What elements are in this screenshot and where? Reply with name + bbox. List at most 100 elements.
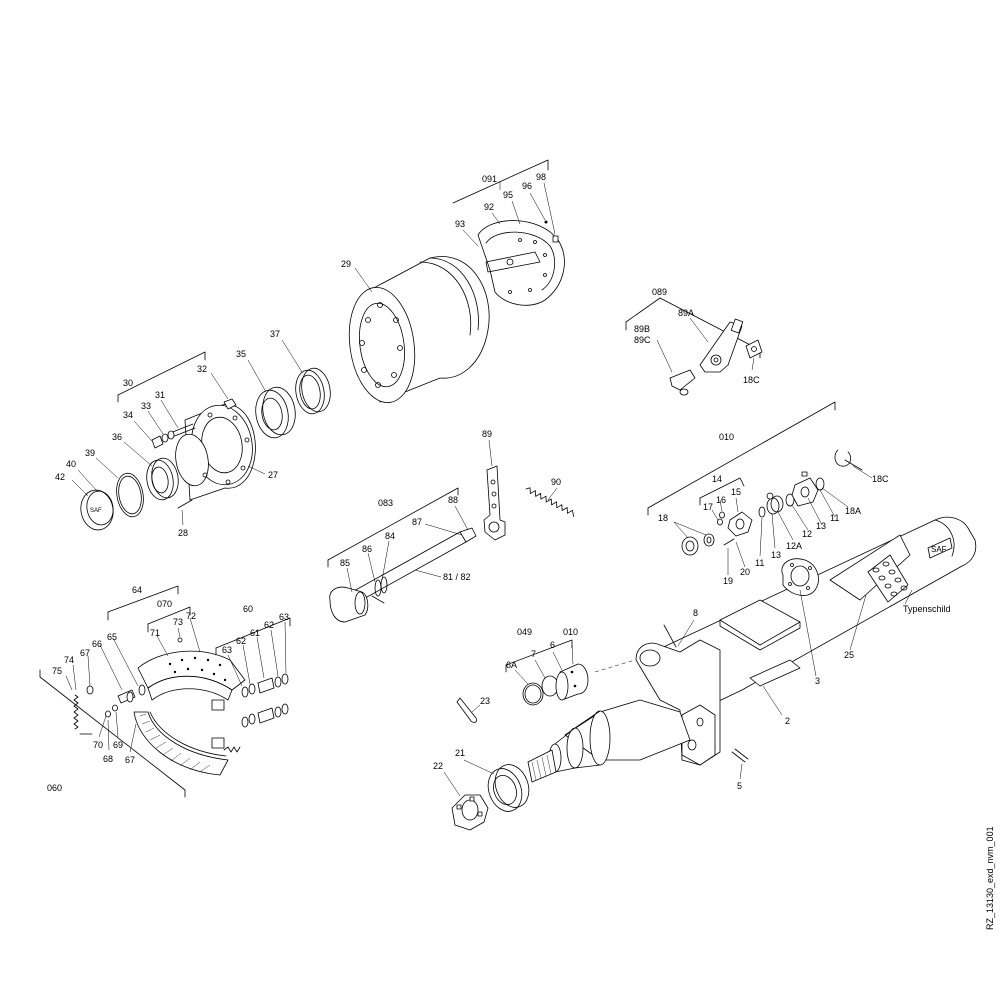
backing-plate-group [452,159,565,306]
label-62-right: 62 [264,620,274,630]
label-95: 95 [503,190,513,200]
drawing-id: RZ_13130_exd_nvm_001 [985,826,995,930]
axle-beam: SAF [594,516,977,780]
label-27: 27 [268,470,278,480]
label-010-bottom: 010 [563,627,578,637]
label-089: 089 [652,287,667,297]
label-13-left: 13 [771,550,781,560]
label-89A: 89A [678,308,694,318]
label-89: 89 [482,429,492,439]
label-12: 12 [802,529,812,539]
label-010-top: 010 [719,432,734,442]
label-84: 84 [385,531,395,541]
label-21: 21 [455,748,465,758]
label-70: 70 [93,740,103,750]
label-35: 35 [236,349,246,359]
label-5: 5 [737,781,742,791]
label-39: 39 [85,448,95,458]
label-18: 18 [658,513,668,523]
label-070: 070 [157,599,172,609]
label-89C: 89C [634,335,651,345]
label-63-right: 63 [279,612,289,622]
label-20: 20 [740,567,750,577]
label-65: 65 [107,632,117,642]
label-63-left: 63 [222,645,232,655]
label-68: 68 [103,754,113,764]
label-typenschild: Typenschild [903,604,951,614]
label-69: 69 [113,740,123,750]
label-29: 29 [341,259,351,269]
label-71: 71 [150,628,160,638]
label-3: 3 [815,676,820,686]
label-18A: 18A [845,506,861,516]
label-18C-top: 18C [743,375,760,385]
label-64: 64 [132,585,142,595]
label-81-82: 81 / 82 [443,572,471,582]
label-36: 36 [112,432,122,442]
label-32: 32 [197,364,207,374]
label-40: 40 [66,459,76,469]
cam-bracket-group [647,401,873,575]
label-22: 22 [433,761,443,771]
label-17: 17 [703,502,713,512]
label-11-left: 11 [755,558,764,568]
label-85: 85 [340,558,350,568]
brake-drum [348,256,490,404]
label-67-top: 67 [80,648,90,658]
label-8: 8 [693,608,698,618]
label-90: 90 [551,477,561,487]
label-67-bottom: 67 [125,755,135,765]
label-34: 34 [123,410,133,420]
label-083: 083 [378,498,393,508]
label-28: 28 [178,528,188,538]
camshaft-group [327,487,477,623]
label-7: 7 [531,649,536,659]
axle-spindle [527,699,691,783]
label-93: 93 [455,219,465,229]
hub-group: SAF [71,339,331,531]
label-6A: 6A [506,660,517,670]
seal-ring-group [505,639,589,706]
label-15: 15 [731,487,741,497]
label-61: 61 [250,628,260,638]
label-74: 74 [64,655,74,665]
label-30: 30 [123,378,133,388]
label-6: 6 [550,640,555,650]
label-13-right: 13 [816,521,826,531]
label-31: 31 [155,390,165,400]
label-37: 37 [270,329,280,339]
label-16: 16 [716,495,726,505]
adjuster-bracket-group [625,297,763,396]
label-87: 87 [412,517,422,527]
label-62-left: 62 [236,636,246,646]
label-89B: 89B [634,324,650,334]
cap-saf-stamp: SAF [90,508,102,514]
slack-adjuster [483,439,506,541]
roller-group [215,617,291,728]
label-60: 60 [243,604,253,614]
label-96: 96 [522,181,532,191]
callout-labels: 091 98 96 95 92 93 29 089 89A 89B 89C 18… [47,172,995,930]
label-88: 88 [448,495,458,505]
label-92: 92 [484,202,494,212]
label-060: 060 [47,783,62,793]
label-2: 2 [785,716,790,726]
label-14: 14 [712,474,722,484]
label-18C-right: 18C [872,474,889,484]
label-72: 72 [186,611,196,621]
label-12A: 12A [786,541,802,551]
label-11-right: 11 [830,513,839,523]
label-049: 049 [517,627,532,637]
label-66: 66 [92,639,102,649]
label-25: 25 [844,650,854,660]
axle-saf-stamp: SAF [931,545,947,554]
label-19: 19 [723,576,733,586]
label-42: 42 [55,472,65,482]
brake-shoe-group [39,585,246,798]
spring-90 [525,487,575,517]
label-86: 86 [362,544,372,554]
label-75: 75 [52,666,62,676]
wheel-nut-group [443,697,530,831]
label-23: 23 [480,696,490,706]
